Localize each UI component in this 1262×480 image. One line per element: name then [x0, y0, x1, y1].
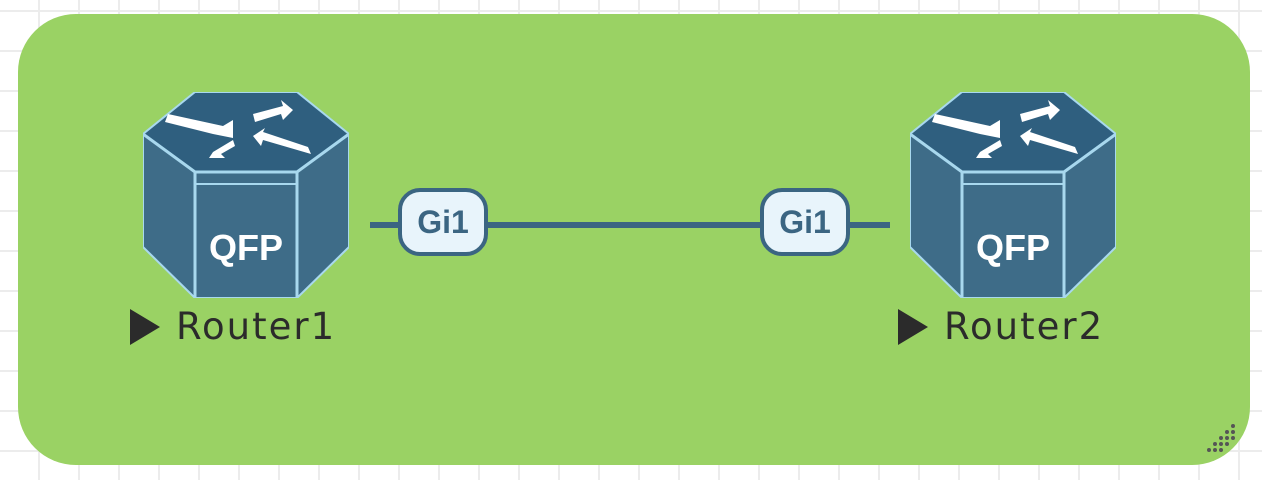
- router1-name: Router1: [176, 305, 337, 348]
- interface-label-router2-gi1[interactable]: Gi1: [760, 188, 850, 256]
- qfp-text: QFP: [209, 227, 283, 268]
- link-router1-router2[interactable]: [370, 222, 890, 228]
- router2-label[interactable]: Router2: [898, 305, 1104, 348]
- router2-icon[interactable]: QFP: [909, 91, 1117, 299]
- router2-name: Router2: [944, 305, 1105, 348]
- start-triangle-icon[interactable]: [130, 308, 160, 345]
- router1-icon[interactable]: QFP: [142, 91, 350, 299]
- router1-label[interactable]: Router1: [130, 305, 336, 348]
- resize-handle-icon[interactable]: [1205, 420, 1239, 454]
- start-triangle-icon[interactable]: [898, 308, 928, 345]
- interface-label-router1-gi1[interactable]: Gi1: [398, 188, 488, 256]
- qfp-text: QFP: [976, 227, 1050, 268]
